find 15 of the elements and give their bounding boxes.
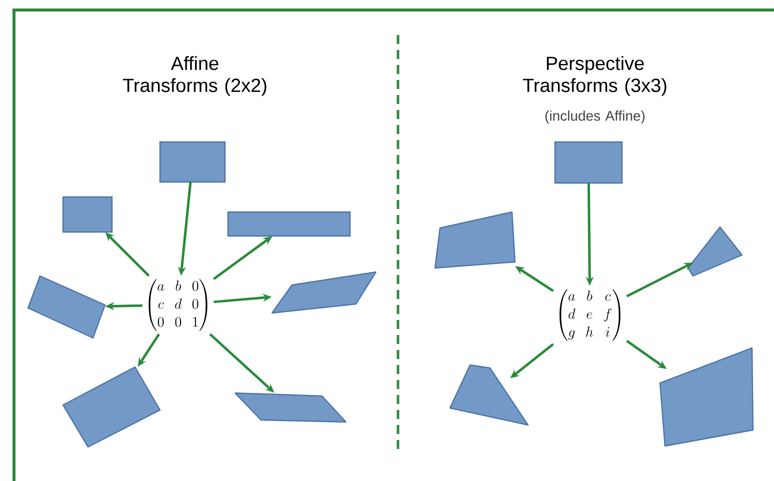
subheading: (includes Affine) [545, 110, 645, 124]
quadrilateral-shape [687, 226, 743, 277]
heading: Perspective Transforms (3x3) [522, 56, 666, 96]
matrix: $\begin{pmatrix} a & b & 0 \\ c & d & 0 \\ 0 & 0 & 1 \end{pmatrix}$ [148, 279, 208, 331]
rectangle-shape [62, 196, 113, 233]
quadrilateral-shape [449, 364, 529, 426]
parallelogram-shape [271, 271, 377, 314]
matrix: $\begin{pmatrix} a & b & c \\ d & e & f \\ g & h & i \end{pmatrix}$ [560, 289, 620, 341]
rectangle-shape [227, 211, 351, 237]
quadrilateral-shape [659, 347, 754, 447]
rectangle-shape [159, 141, 226, 183]
rectangle-shape [554, 141, 623, 184]
heading: Affine Transforms (2x2) [122, 56, 266, 96]
parallelogram-shape [234, 392, 347, 423]
quadrilateral-shape [434, 211, 516, 269]
